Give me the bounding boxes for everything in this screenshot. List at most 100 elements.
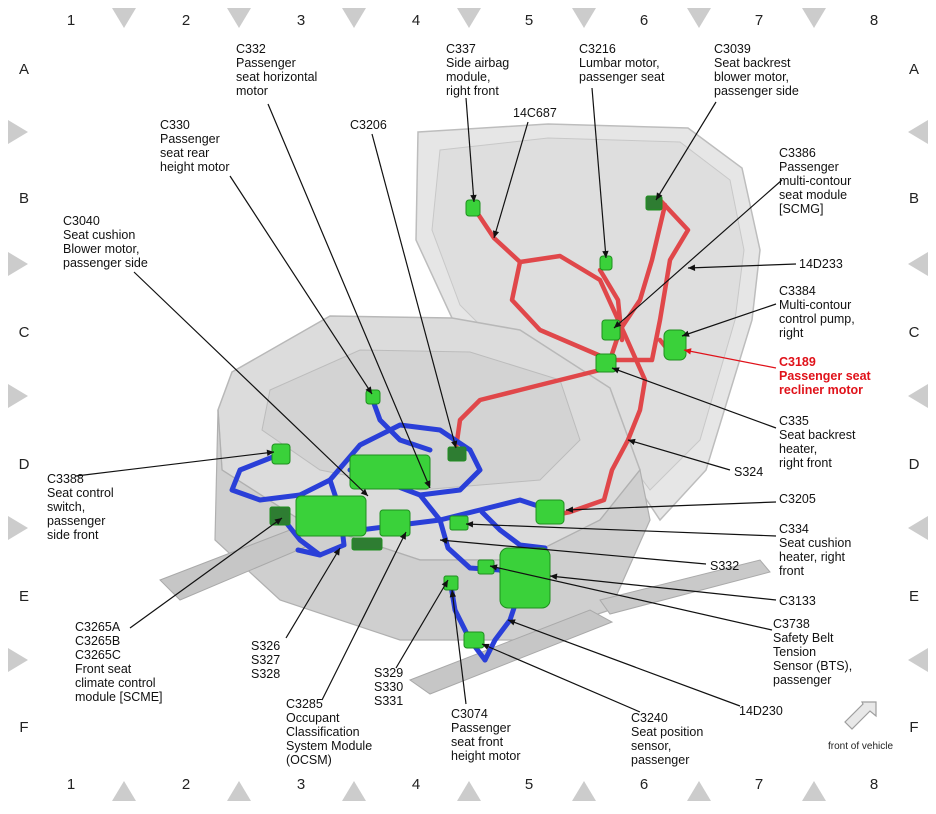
arrowhead-c3074 [449, 590, 457, 598]
grid-row-f: F [19, 719, 29, 736]
border-triangle [8, 384, 28, 408]
label-c334: C334 Seat cushion heater, right front [779, 522, 852, 578]
leader-14d230 [507, 619, 741, 707]
grid-col-4-bottom: 4 [411, 776, 421, 793]
grid-col-8: 8 [869, 12, 879, 29]
border-triangle [457, 8, 481, 28]
border-triangle [112, 781, 136, 801]
leader-c3205 [565, 501, 777, 511]
border-triangle [8, 120, 28, 144]
leader-s326 [285, 547, 341, 639]
leader-c3189 [683, 349, 777, 369]
border-triangle [572, 8, 596, 28]
grid-col-6: 6 [639, 12, 649, 29]
label-c3285: C3285 Occupant Classification System Mod… [286, 697, 373, 767]
arrowhead-c335 [612, 367, 620, 374]
label-s332: S332 [710, 559, 740, 573]
grid-row-b: B [18, 190, 29, 207]
border-triangle [8, 648, 28, 672]
border-triangle [112, 8, 136, 28]
grid-row-b-right: B [908, 190, 919, 207]
grid-border [8, 8, 928, 801]
leader-c3040 [133, 271, 369, 497]
leader-arrowheads [266, 192, 696, 650]
label-14c687: 14C687 [513, 106, 557, 120]
grid-col-8-bottom: 8 [869, 776, 879, 793]
label-c3205: C3205 [779, 492, 816, 506]
arrowhead-s329 [441, 580, 448, 588]
label-c3039: C3039 Seat backrest blower motor, passen… [714, 42, 799, 98]
grid-row-e-right: E [908, 588, 919, 605]
label-c337: C337 Side airbag module, right front [446, 42, 510, 98]
label-14d230: 14D230 [739, 704, 783, 718]
border-triangle [908, 516, 928, 540]
border-triangle [342, 781, 366, 801]
label-s324: S324 [734, 465, 764, 479]
leader-c3285 [321, 531, 407, 701]
border-triangle [572, 781, 596, 801]
leader-s324 [627, 439, 731, 471]
border-triangle [457, 781, 481, 801]
grid-row-e: E [18, 588, 29, 605]
grid-col-2-bottom: 2 [181, 776, 191, 793]
arrowhead-c330 [365, 386, 372, 394]
arrowhead-c3206 [451, 440, 458, 448]
arrowhead-c3189 [684, 348, 692, 355]
leader-14d233 [687, 263, 797, 269]
border-triangle [8, 516, 28, 540]
leader-c3039 [655, 101, 717, 201]
leader-c335 [611, 367, 777, 429]
arrowhead-c3040 [360, 488, 368, 496]
grid-col-3-bottom: 3 [296, 776, 306, 793]
grid-col-2: 2 [181, 12, 191, 29]
label-c3265: C3265A C3265B C3265C Front seat climate … [75, 620, 163, 704]
arrowhead-s332 [440, 537, 448, 544]
label-c3384: C3384 Multi-contour control pump, right [779, 284, 855, 340]
label-c3240: C3240 Seat position sensor, passenger [631, 711, 704, 767]
label-s329-s331: S329 S330 S331 [374, 666, 404, 708]
grid-col-7-bottom: 7 [754, 776, 764, 793]
border-triangle [342, 8, 366, 28]
arrowhead-c3133 [550, 573, 558, 580]
border-triangle [908, 120, 928, 144]
grid-row-a: A [18, 61, 29, 78]
label-c3206: C3206 [350, 118, 387, 132]
arrowhead-c334 [466, 521, 474, 528]
label-c3386: C3386 Passenger multi-contour seat modul… [779, 146, 852, 216]
label-14d233: 14D233 [799, 257, 843, 271]
grid-col-7: 7 [754, 12, 764, 29]
label-c330: C330 Passenger seat rear height motor [160, 118, 230, 174]
seat-body [159, 123, 771, 695]
label-c335: C335 Seat backrest heater, right front [779, 414, 856, 470]
front-of-vehicle-label: front of vehicle [828, 741, 894, 752]
grid-col-1: 1 [66, 12, 76, 29]
border-triangle [687, 781, 711, 801]
arrowhead-c3388 [266, 449, 274, 457]
leader-c3216 [591, 87, 607, 259]
leader-c3386 [613, 179, 783, 329]
arrowhead-c3216 [602, 250, 609, 258]
grid-col-3: 3 [296, 12, 306, 29]
arrowhead-14c687 [492, 230, 500, 238]
leader-s332 [439, 539, 707, 565]
label-s326-s328: S326 S327 S328 [251, 639, 281, 681]
border-triangle [227, 8, 251, 28]
arrowhead-c3039 [656, 192, 663, 200]
arrowhead-s326 [333, 548, 340, 556]
leader-c3240 [481, 643, 641, 713]
border-triangle [908, 252, 928, 276]
leader-lines [75, 87, 797, 713]
arrowhead-14d230 [508, 619, 516, 626]
label-c3040: C3040 Seat cushion Blower motor, passeng… [63, 214, 148, 270]
border-triangle [687, 8, 711, 28]
label-c3738: C3738 Safety Belt Tension Sensor (BTS), … [773, 617, 853, 687]
border-triangle [908, 648, 928, 672]
arrowhead-s324 [628, 438, 636, 446]
front-of-vehicle-arrow [844, 701, 877, 730]
grid-row-c: C [18, 324, 30, 341]
leader-c3738 [489, 565, 773, 631]
arrowhead-c3386 [614, 320, 622, 328]
arrowhead-c3285 [400, 532, 406, 540]
